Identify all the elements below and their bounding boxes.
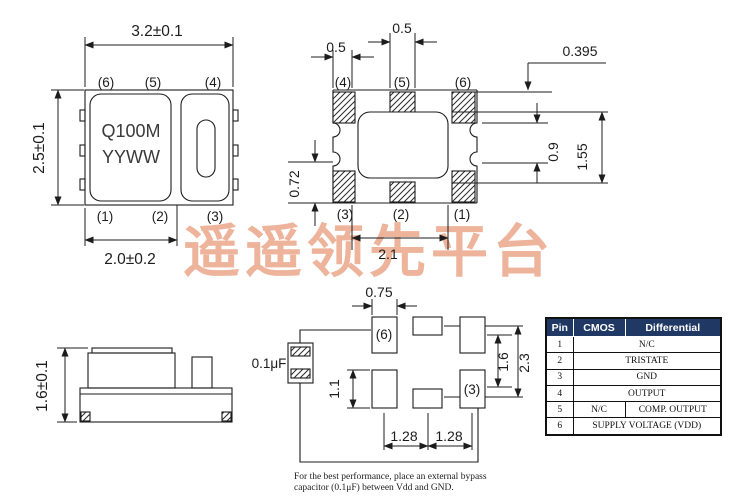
bottom-view-dim-pad-left: 0.5 [326,39,346,55]
pin-number: 4 [545,384,574,403]
bottom-view-left-edge [332,90,341,203]
table-row: 6 SUPPLY VOLTAGE (VDD) [545,417,722,436]
part-marking-line1: Q100M [101,121,160,141]
top-view-pin2-label: (2) [152,209,169,224]
land-dim-row-pitch: 1.6 [495,352,511,372]
bypass-cap-value-label: 0.1μF [252,356,287,371]
pin-function: OUTPUT [572,384,722,403]
pin-number: 6 [545,417,574,436]
side-view-dim-height: 1.6±0.1 [34,360,51,412]
bypass-note-line1: For the best performance, place an exter… [294,471,487,482]
part-marking-line2: YYWW [102,147,160,167]
table-row: 2 TRISTATE [545,352,722,370]
top-view-dim-height: 2.5±0.1 [31,122,48,174]
top-view-dim-width: 3.2±0.1 [131,23,183,40]
top-view-lid-right [180,93,230,202]
pin-number: 5 [545,401,574,419]
land-dim-pad-height: 1.1 [326,379,342,399]
side-view-dimensions [57,347,88,423]
bottom-view-pin4-label: (4) [335,75,352,90]
top-view-pin6-label: (6) [98,75,115,90]
top-view-dimensions [51,37,234,246]
bottom-view-pin6-label: (6) [455,75,472,90]
land-pattern-pads [371,316,486,409]
land-dim-pad-width: 0.75 [365,284,392,300]
table-row: 1 N/C [545,335,722,354]
top-view-pin3-label: (3) [207,209,224,224]
side-view [79,347,233,423]
bottom-view-pin2-label: (2) [393,207,410,222]
top-view-body [84,89,234,206]
land-dim-col-pitch-2: 1.28 [435,428,462,444]
land-pad3-label: (3) [464,382,481,397]
top-view-dim-bottom: 2.0±0.2 [104,251,156,268]
header-differential: Differential [624,318,721,337]
bottom-view-right-edge [469,90,478,203]
pin-function: N/C [572,335,722,354]
bottom-view-pin5-label: (5) [394,75,411,90]
bottom-view-pads [332,91,476,203]
pin-function: TRISTATE [572,352,722,370]
table-row: 4 OUTPUT [545,384,722,403]
side-view-lid-lip [91,347,173,354]
pin-function: SUPPLY VOLTAGE (VDD) [572,417,722,436]
bottom-view-dim-gap: 0.9 [545,142,561,162]
side-view-base [79,387,233,423]
bottom-view-dim-cavity: 1.55 [574,143,590,170]
bottom-view-dim-left: 0.72 [286,170,302,197]
table-row: 3 GND [545,368,722,386]
bottom-view-cavity [357,111,449,179]
bottom-view-dim-top-offset: 0.395 [562,43,597,59]
land-dim-outer: 2.3 [516,353,532,373]
land-pattern [287,316,523,463]
top-view-pin5-label: (5) [145,75,162,90]
top-view-pin4-label: (4) [205,75,222,90]
bottom-view-dimensions [288,33,608,250]
table-row: 5 N/C COMP. OUTPUT [545,401,722,419]
bypass-note-line2: capacitor (0.1μF) between Vdd and GND. [294,482,454,493]
top-view-oval-window [196,119,216,178]
land-dim-col-pitch-1: 1.28 [390,428,417,444]
pin-function-table: Pin CMOS Differential 1 N/C 2 TRISTATE 3… [545,317,722,436]
pin-number: 1 [545,335,574,354]
bypass-capacitor [287,342,314,384]
land-pattern-dimensions [347,299,522,450]
bottom-view-dim-pitch: 2.1 [378,246,398,262]
bottom-view-pin1-label: (1) [454,207,471,222]
table-header-row: Pin CMOS Differential [546,318,721,337]
watermark-text: 遥遥领先平台 [183,220,555,284]
header-pin: Pin [546,318,574,337]
pin-function-cmos: N/C [572,401,626,419]
bottom-view-dim-pad-center: 0.5 [392,20,412,36]
pin-function-differential: COMP. OUTPUT [624,401,722,419]
top-view-lid-left [89,93,172,202]
pin-number: 2 [545,352,574,370]
pin-number: 3 [545,368,574,386]
top-view-pin1-label: (1) [97,209,114,224]
side-view-terminal-block [191,356,213,389]
bottom-view [332,89,478,204]
top-view [79,89,239,206]
land-pad6-label: (6) [376,327,393,342]
bypass-cap-wire [299,329,479,463]
pin-function: GND [572,368,722,386]
bottom-view-pin3-label: (3) [337,207,354,222]
header-cmos: CMOS [572,318,626,337]
side-view-lid [87,352,176,389]
